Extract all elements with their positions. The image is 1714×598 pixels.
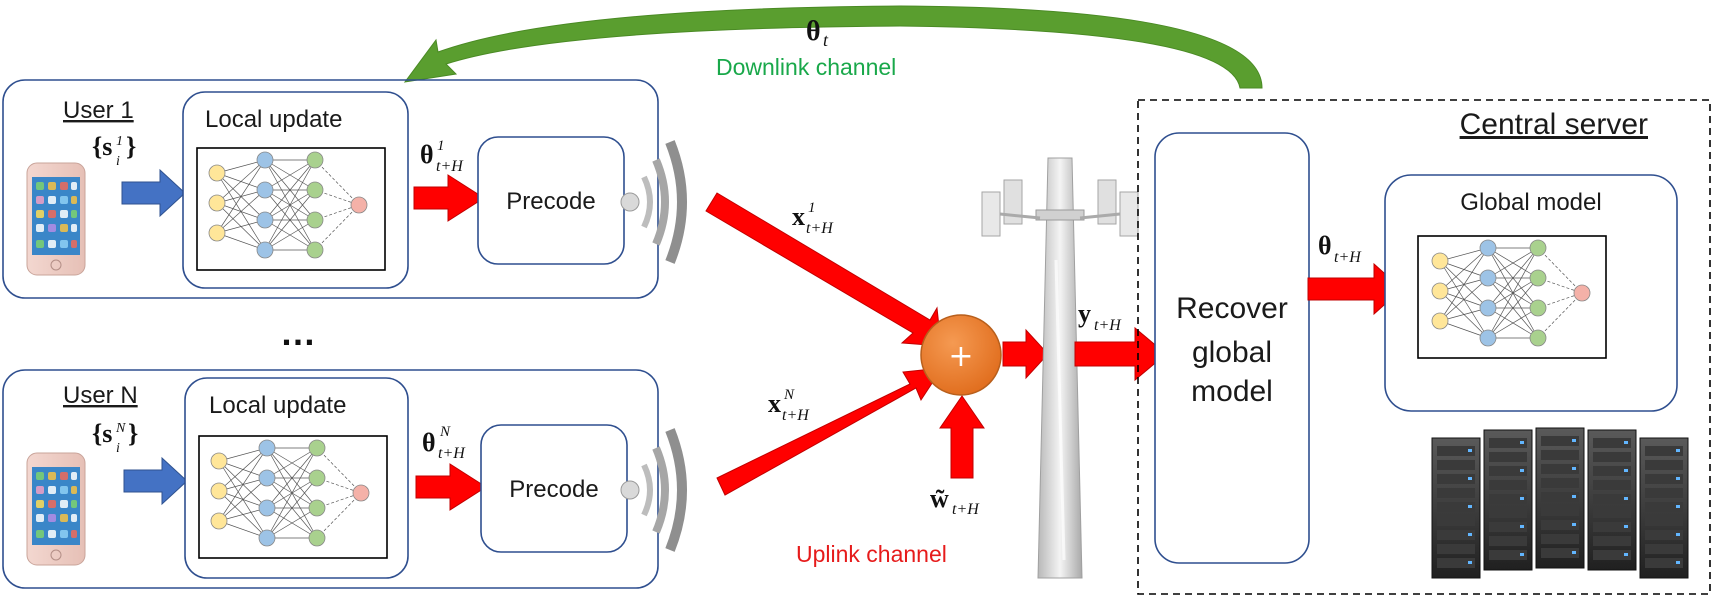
svg-text:N: N <box>439 424 451 440</box>
user-n-param-arrow <box>415 463 487 511</box>
received-symbol: y t+H <box>1078 299 1122 334</box>
user-n-antenna-icon <box>621 430 682 550</box>
uplink-arrow-user-1 <box>705 192 942 347</box>
svg-text:t+H: t+H <box>436 158 464 175</box>
svg-text:N: N <box>115 421 126 436</box>
svg-text:t: t <box>823 30 829 50</box>
server-racks-icon <box>1431 427 1689 579</box>
svg-text:{s: {s <box>92 419 112 448</box>
user-n-data-arrow <box>123 456 188 506</box>
downlink-label: Downlink channel <box>716 54 896 80</box>
user-1-precode-label: Precode <box>506 188 595 215</box>
user-n-container <box>2 369 659 589</box>
svg-text:w̃: w̃ <box>930 484 949 513</box>
user-n-data-symbol: {s N i } <box>92 419 138 456</box>
downlink-symbol: θ t <box>806 16 829 50</box>
svg-text:}: } <box>128 419 138 448</box>
user-n-phone-icon <box>26 452 86 566</box>
adder-symbol: + <box>948 339 973 374</box>
svg-text:x: x <box>768 389 781 418</box>
adder-to-tower-arrow <box>1002 328 1049 380</box>
user-1-data-arrow <box>121 168 186 218</box>
base-station-tower-icon <box>981 157 1139 579</box>
user-1-local-update-label: Local update <box>205 106 342 133</box>
downlink-arrow <box>403 5 1263 89</box>
user-n-param-symbol: θ N t+H <box>422 424 466 462</box>
svg-text:i: i <box>116 441 120 456</box>
recover-label-line-2: global <box>1192 336 1272 369</box>
svg-text:t+H: t+H <box>438 445 466 462</box>
svg-text:i: i <box>116 154 120 169</box>
recover-global-model-box <box>1154 132 1310 564</box>
user-1-antenna-icon <box>621 142 682 262</box>
central-server-title: Central server <box>1460 108 1648 141</box>
adder-node <box>920 314 1002 396</box>
svg-text:t+H: t+H <box>1334 249 1362 266</box>
central-server-container <box>1137 99 1711 595</box>
user-1-container <box>2 79 659 299</box>
user-n-precode-label: Precode <box>509 476 598 503</box>
svg-text:θ: θ <box>1318 231 1332 260</box>
svg-text:{s: {s <box>92 132 112 161</box>
user-n-local-update-label: Local update <box>209 392 346 419</box>
user-1-label: User 1 <box>63 97 134 124</box>
noise-symbol: w̃ t+H <box>930 484 980 518</box>
users-ellipsis: … <box>280 312 316 353</box>
noise-arrow <box>939 395 985 479</box>
svg-text:1: 1 <box>437 138 445 154</box>
tower-to-server-arrow <box>1074 326 1167 382</box>
user-1-phone-icon <box>26 162 86 276</box>
svg-text:θ: θ <box>806 16 821 47</box>
global-param-symbol: θ t+H <box>1318 231 1362 266</box>
svg-text:t+H: t+H <box>952 501 980 518</box>
svg-text:t+H: t+H <box>806 220 834 237</box>
svg-text:}: } <box>126 132 136 161</box>
user-n-tx-symbol: x N t+H <box>768 387 810 424</box>
svg-text:1: 1 <box>808 200 816 216</box>
svg-text:θ: θ <box>420 140 434 169</box>
svg-text:t+H: t+H <box>782 407 810 424</box>
user-1-param-arrow <box>413 174 485 222</box>
uplink-arrow-user-n <box>716 367 943 496</box>
svg-text:x: x <box>792 202 805 231</box>
recover-label-line-3: model <box>1191 375 1273 408</box>
svg-text:N: N <box>783 387 795 403</box>
svg-text:t+H: t+H <box>1094 317 1122 334</box>
user-1-param-symbol: θ 1 t+H <box>420 138 464 175</box>
svg-text:y: y <box>1078 299 1091 328</box>
user-1-data-symbol: {s 1 i } <box>92 132 136 169</box>
user-1-tx-symbol: x 1 t+H <box>792 200 834 237</box>
user-n-label: User N <box>63 382 138 409</box>
svg-text:θ: θ <box>422 428 436 457</box>
svg-text:1: 1 <box>116 134 123 149</box>
recover-label-line-1: Recover <box>1176 292 1288 325</box>
uplink-label: Uplink channel <box>796 541 947 567</box>
global-model-label: Global model <box>1460 189 1601 216</box>
